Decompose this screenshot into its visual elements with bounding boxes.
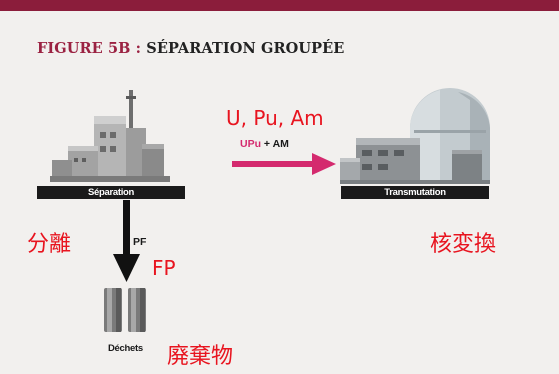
figure-title-text: SÉPARATION GROUPÉE: [146, 40, 345, 57]
figure-title-prefix: FIGURE 5B :: [37, 40, 142, 57]
waste-container-icon: [104, 288, 146, 332]
upu-label: UPu: [240, 138, 261, 150]
waste-label: Déchets: [108, 343, 143, 354]
right-arrow-icon: [232, 153, 336, 175]
transfer-arrow-label: UPu + AM: [240, 138, 289, 150]
separation-plant-icon: [50, 90, 170, 182]
am-label: + AM: [261, 138, 289, 150]
waste-flow-label: PF: [133, 236, 147, 248]
figure-title: FIGURE 5B : SÉPARATION GROUPÉE: [37, 40, 344, 57]
separation-label: Séparation: [37, 186, 185, 199]
waste-annotation: 廃棄物: [167, 344, 234, 369]
accent-top-bar: [0, 0, 559, 11]
separation-annotation: 分離: [27, 232, 72, 257]
transmutation-reactor-icon: [340, 88, 490, 184]
waste-flow-annotation: FP: [152, 256, 176, 280]
transmutation-label: Transmutation: [341, 186, 489, 199]
transmutation-annotation: 核変換: [430, 232, 497, 257]
transfer-annotation: U, Pu, Am: [226, 106, 324, 130]
down-arrow-icon: [113, 200, 140, 282]
